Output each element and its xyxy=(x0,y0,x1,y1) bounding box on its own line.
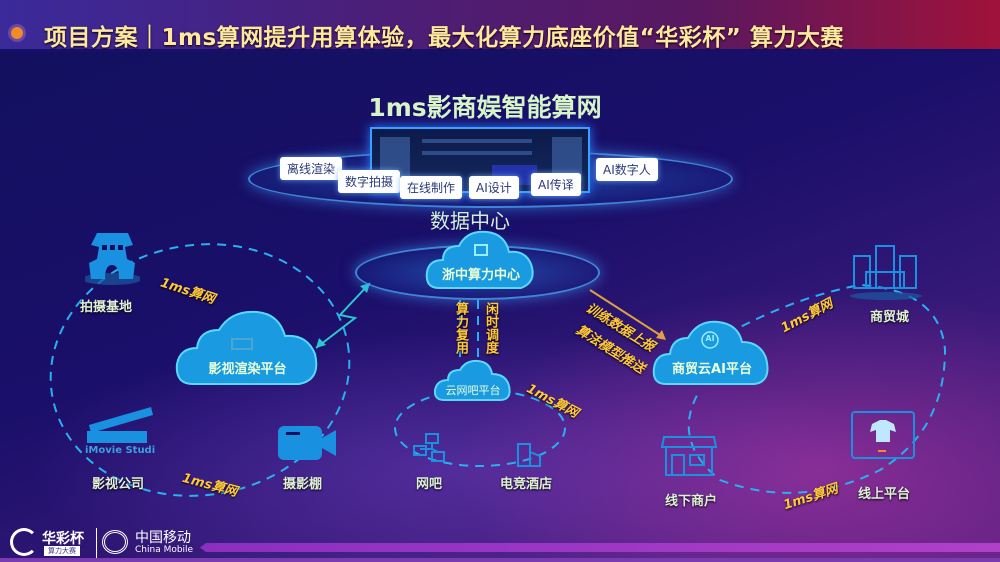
schedule-label: 闲时调度 xyxy=(483,302,498,354)
contest-name: 华彩杯 xyxy=(42,531,84,547)
upload-arrow xyxy=(589,289,661,336)
center-node-label: 浙中算力中心 xyxy=(441,268,520,283)
reuse-label: 算力复用 xyxy=(453,302,468,354)
node-label: 线上平台 xyxy=(858,487,911,502)
node-label: 网吧 xyxy=(416,477,443,492)
base-building-icon xyxy=(85,225,140,285)
commerce-platform-cloud[interactable]: AI 商贸云AI平台 xyxy=(652,318,772,386)
lightning-link xyxy=(315,282,371,349)
clapboard-icon: iMovie Studio pro xyxy=(85,405,155,463)
bottom-edge xyxy=(0,558,1000,562)
cafe-platform-cloud[interactable]: 云网吧平台 xyxy=(434,358,512,402)
bullet-icon xyxy=(8,24,26,42)
commerce-loop xyxy=(687,283,947,494)
service-tag: 在线制作 xyxy=(400,176,463,199)
video-camera-icon xyxy=(278,424,340,466)
commerce-platform-label: 商贸云AI平台 xyxy=(672,362,752,377)
ai-badge-icon: AI xyxy=(705,334,715,343)
title-bar xyxy=(0,0,1000,52)
film-loop xyxy=(49,243,351,497)
service-tag: 数字拍摄 xyxy=(338,170,401,193)
arrow-head-icon xyxy=(360,283,370,293)
footer-accent-bar xyxy=(200,543,1000,552)
contest-subtitle: 算力大赛 xyxy=(44,546,80,556)
cafe-loop xyxy=(394,389,566,467)
node-label: 电竞酒店 xyxy=(500,477,553,492)
render-icon xyxy=(231,338,253,350)
arrow-head-icon xyxy=(316,338,326,348)
server-icon xyxy=(474,244,488,256)
china-mobile-logo-icon xyxy=(102,530,128,554)
esports-hotel-icon xyxy=(516,442,542,468)
arrow-head-icon xyxy=(656,330,666,340)
page-title: 项目方案｜1ms算网提升用算体验，最大化算力底座价值“华彩杯” 算力大赛 xyxy=(44,25,844,51)
storefront-icon xyxy=(660,433,718,479)
studio-logo-text: iMovie Studio pro xyxy=(85,445,155,456)
center-cloud[interactable]: 浙中算力中心 xyxy=(425,228,537,290)
node-label: 摄影棚 xyxy=(283,477,323,492)
contest-logo-icon xyxy=(10,528,38,556)
service-tag: AI数字人 xyxy=(596,158,658,181)
mall-buildings-icon xyxy=(850,244,922,300)
company-name: 中国移动 xyxy=(135,530,191,546)
computers-icon xyxy=(412,432,450,466)
film-platform-label: 影视渲染平台 xyxy=(208,362,287,377)
node-label: 线下商户 xyxy=(665,494,718,509)
node-label: 拍摄基地 xyxy=(80,300,133,315)
film-platform-cloud[interactable]: 影视渲染平台 xyxy=(175,308,320,386)
node-label: 影视公司 xyxy=(92,477,145,492)
service-tag: AI传译 xyxy=(531,173,581,196)
diagram-title: 1ms影商娱智能算网 xyxy=(368,93,602,122)
data-center-label: 数据中心 xyxy=(430,209,510,233)
divider xyxy=(96,528,97,558)
service-tag: 离线渲染 xyxy=(280,157,343,180)
cafe-platform-label: 云网吧平台 xyxy=(445,384,501,397)
service-tag: AI设计 xyxy=(469,176,519,199)
node-label: 商贸城 xyxy=(870,310,910,325)
company-name-en: China Mobile xyxy=(135,545,194,555)
online-shop-icon xyxy=(850,410,916,466)
